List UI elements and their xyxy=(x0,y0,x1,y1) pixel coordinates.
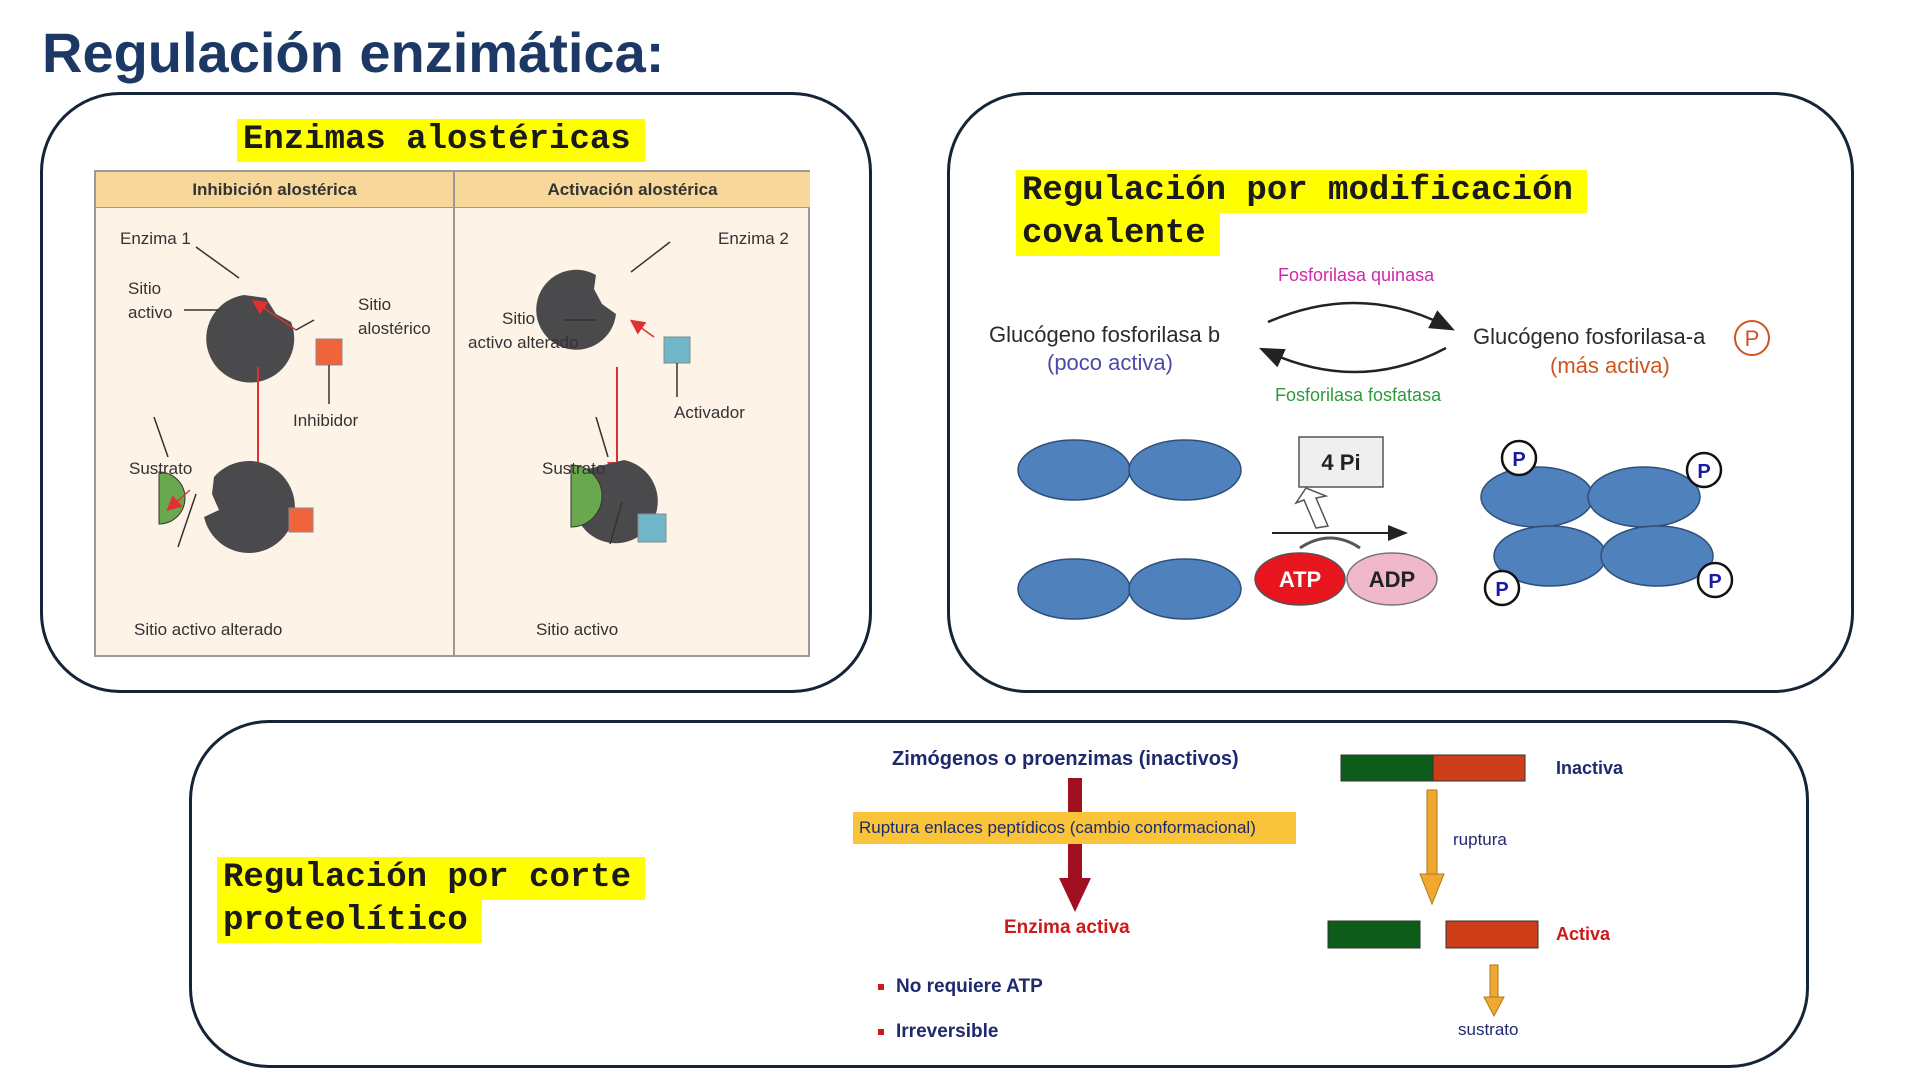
substrate-right-label: Sustrato xyxy=(542,459,606,478)
allosteric-heading: Enzimas alostéricas xyxy=(237,119,645,162)
enzyme2-top xyxy=(536,269,616,350)
active-label: Activa xyxy=(1556,924,1611,944)
inactive-label: Inactiva xyxy=(1556,758,1624,778)
enzyme2-label-line xyxy=(630,241,671,273)
form-a-state: (más activa) xyxy=(1550,353,1670,378)
enzyme1-top xyxy=(206,295,295,383)
rupture-bonds-label: Ruptura enlaces peptídicos (cambio confo… xyxy=(853,812,1296,844)
figure-divider xyxy=(453,172,455,657)
activation-pointer xyxy=(629,319,655,338)
allosteric-figure: Inhibición alostérica Activación alostér… xyxy=(94,170,810,657)
altered-site-arrow xyxy=(166,489,191,511)
covalent-heading-line2: covalente xyxy=(1016,213,1220,256)
activator-square xyxy=(663,336,691,364)
enzyme1-bottom xyxy=(204,460,295,553)
inhibition-header: Inhibición alostérica xyxy=(96,172,453,208)
allosteric-label-line xyxy=(295,319,315,331)
active-site-bottom-line xyxy=(609,501,623,545)
active-enzyme-label: Enzima activa xyxy=(1004,917,1130,938)
form-b-label: Glucógeno fosforilasa b xyxy=(989,322,1221,347)
substrate-left-label: Sustrato xyxy=(129,459,193,478)
substrate-left-label-line xyxy=(153,416,169,458)
altered-site-label-line xyxy=(177,493,197,548)
substrate-right-shape xyxy=(570,464,603,528)
phosphatase-label: Fosforilasa fosfatasa xyxy=(1275,385,1442,405)
active-site-label-2: activo xyxy=(128,303,173,322)
inhibitor-square xyxy=(315,338,343,366)
page-title: Regulación enzimática: xyxy=(42,21,665,84)
zymogen-label: Zimógenos o proenzimas (inactivos) xyxy=(892,748,1239,770)
bullet1-label: No requiere ATP xyxy=(896,976,1043,997)
activator-label: Activador xyxy=(674,403,745,422)
activator-bound-square xyxy=(637,513,667,543)
bullet2-label: Irreversible xyxy=(896,1021,999,1042)
inhibitor-bound-square xyxy=(288,507,314,533)
allosteric-site-label-1: Sitio xyxy=(358,295,392,314)
enzyme1-label: Enzima 1 xyxy=(120,229,191,248)
covalent-heading-line1: Regulación por modificación xyxy=(1016,170,1587,213)
altered-site-label-1: Sitio xyxy=(502,309,536,328)
rupture-label: ruptura xyxy=(1453,830,1507,849)
allosteric-site-label-2: alostérico xyxy=(358,319,431,338)
enzyme1-label-line xyxy=(195,246,240,279)
kinase-label: Fosforilasa quinasa xyxy=(1278,265,1435,285)
activation-header: Activación alostérica xyxy=(455,172,810,208)
active-site-bottom-label: Sitio activo xyxy=(536,620,619,639)
altered-site-bottom-label: Sitio activo alterado xyxy=(134,620,283,639)
proteolytic-heading-line2: proteolítico xyxy=(217,900,482,943)
altered-site-label-2: activo alterado xyxy=(468,333,579,352)
allosteric-drawing xyxy=(153,241,691,553)
enzyme2-label: Enzima 2 xyxy=(718,229,789,248)
proteolytic-heading-line1: Regulación por corte xyxy=(217,857,646,900)
substrate-label: sustrato xyxy=(1458,1020,1519,1039)
substrate-right-label-line xyxy=(595,416,609,458)
active-site-label-1: Sitio xyxy=(128,279,162,298)
inhibitor-label: Inhibidor xyxy=(293,411,359,430)
form-b-state: (poco activa) xyxy=(1047,350,1173,375)
allosteric-site-pointer xyxy=(251,299,297,331)
form-a-label: Glucógeno fosforilasa-a xyxy=(1473,324,1706,349)
